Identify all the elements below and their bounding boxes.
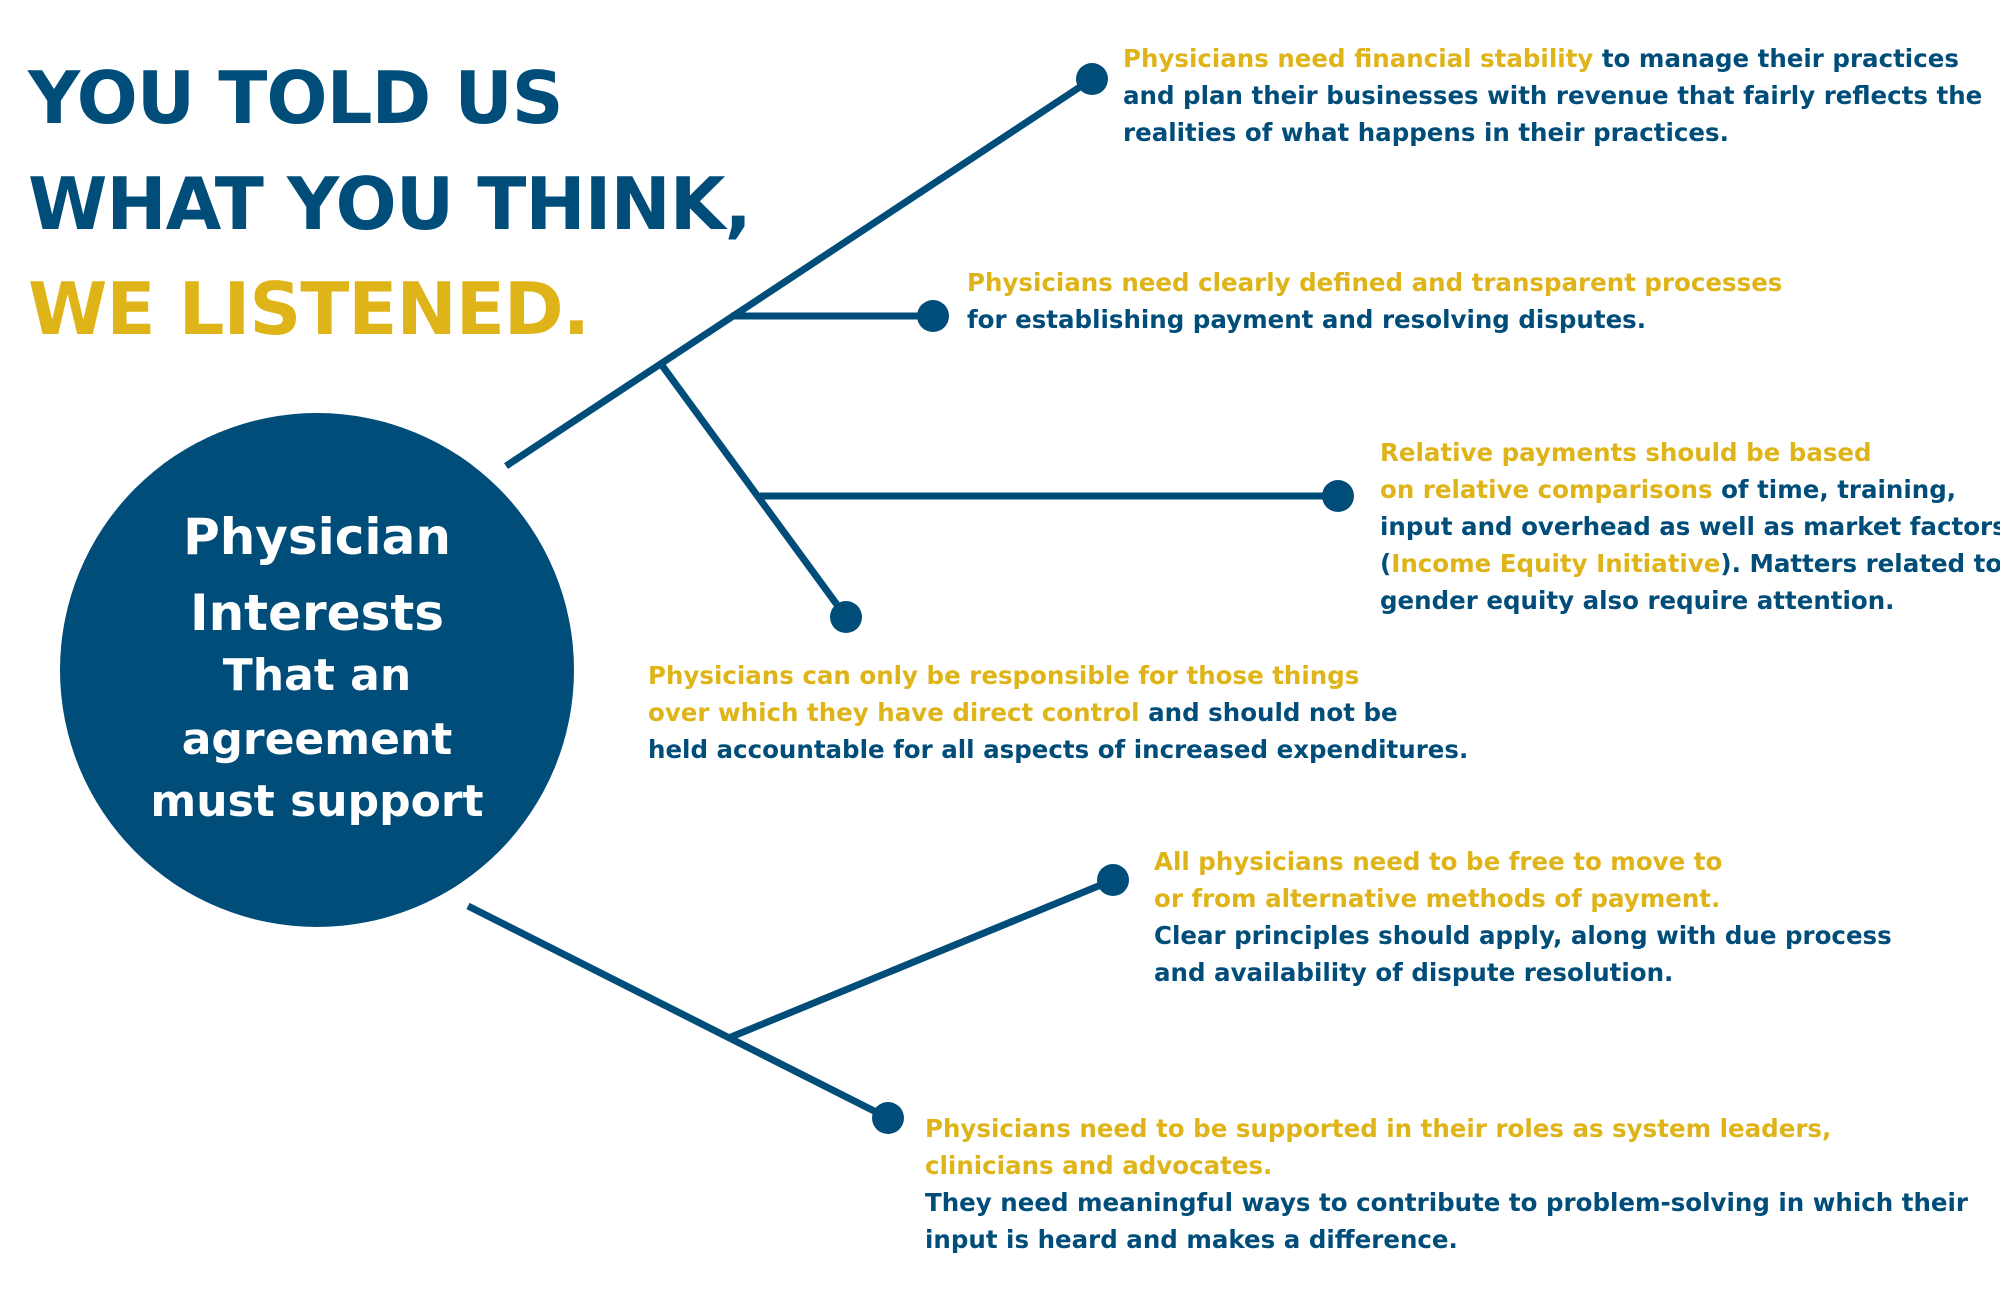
point-relative-line-3: input and overhead as well as market fac… <box>1380 512 2000 541</box>
point-processes-highlight: Physicians need clearly defined and tran… <box>967 268 1783 297</box>
branch-to-alternative <box>729 876 1115 1041</box>
point-relative-line-4-rest: ). Matters related to <box>1720 549 2000 578</box>
headline-line-2: WHAT YOU THINK, <box>28 162 752 246</box>
node-relative-dot <box>1322 480 1354 512</box>
point-leaders-line-3: They need meaningful ways to contribute … <box>925 1188 1968 1217</box>
hub-line-1: Physician <box>183 508 451 566</box>
point-relative-payments: Relative payments should be based on rel… <box>1380 434 2000 619</box>
point-transparent-processes: Physicians need clearly defined and tran… <box>967 264 1782 338</box>
node-processes-dot <box>917 300 949 332</box>
headline-line-1: YOU TOLD US <box>28 56 564 140</box>
point-responsible-line-3: held accountable for all aspects of incr… <box>648 735 1469 764</box>
point-alternative-line-3: Clear principles should apply, along wit… <box>1154 921 1892 950</box>
hub-line-3: That an <box>222 650 412 701</box>
point-financial-line-1-rest: to manage their practices <box>1593 44 1959 73</box>
point-system-leaders: Physicians need to be supported in their… <box>925 1110 1968 1258</box>
point-processes-line-2: for establishing payment and resolving d… <box>967 305 1647 334</box>
hub-line-5: must support <box>150 776 484 827</box>
point-financial-highlight: Physicians need financial stability <box>1123 44 1594 73</box>
branch-lower-trunk <box>466 902 890 1122</box>
point-financial-line-1: Physicians need financial stability to m… <box>1123 40 1982 77</box>
point-leaders-highlight-2: clinicians and advocates. <box>925 1151 1273 1180</box>
point-relative-income-equity-initiative: Income Equity Initiative <box>1391 549 1721 578</box>
point-relative-line-2-rest: of time, training, <box>1712 475 1957 504</box>
point-financial-line-2: and plan their businesses with revenue t… <box>1123 81 1983 110</box>
branch-to-responsible <box>658 361 849 620</box>
physician-interests-hub: Physician Interests That an agreement mu… <box>60 413 574 927</box>
node-alternative-dot <box>1097 864 1129 896</box>
point-responsible-line-2: over which they have direct control and … <box>648 694 1468 731</box>
node-financial-dot <box>1076 63 1108 95</box>
point-leaders-highlight-1: Physicians need to be supported in their… <box>925 1114 1832 1143</box>
hub-line-4: agreement <box>181 714 453 765</box>
point-alternative-line-4: and availability of dispute resolution. <box>1154 958 1674 987</box>
hub-line-2: Interests <box>189 584 444 642</box>
point-alternative-highlight-1: All physicians need to be free to move t… <box>1154 847 1723 876</box>
headline-line-3: WE LISTENED. <box>28 267 590 351</box>
point-financial-line-3: realities of what happens in their pract… <box>1123 118 1729 147</box>
point-relative-line-2: on relative comparisons of time, trainin… <box>1380 471 2000 508</box>
node-responsible-dot <box>830 601 862 633</box>
point-financial-stability: Physicians need financial stability to m… <box>1123 40 1982 151</box>
point-alternative-payment: All physicians need to be free to move t… <box>1154 843 1892 991</box>
point-leaders-line-4: input is heard and makes a difference. <box>925 1225 1458 1254</box>
point-relative-line-4-open: ( <box>1380 549 1392 578</box>
point-responsible-line-2-rest: and should not be <box>1139 698 1398 727</box>
branch-upper-trunk <box>504 76 1094 469</box>
point-relative-highlight-1: Relative payments should be based <box>1380 438 1872 467</box>
point-responsible-highlight-2: over which they have direct control <box>648 698 1140 727</box>
point-alternative-highlight-2: or from alternative methods of payment. <box>1154 884 1721 913</box>
point-relative-line-4: (Income Equity Initiative). Matters rela… <box>1380 545 2000 582</box>
node-leaders-dot <box>872 1102 904 1134</box>
point-direct-control: Physicians can only be responsible for t… <box>648 657 1468 768</box>
point-responsible-highlight-1: Physicians can only be responsible for t… <box>648 661 1360 690</box>
point-relative-highlight-2: on relative comparisons <box>1380 475 1713 504</box>
point-relative-line-5: gender equity also require attention. <box>1380 586 1895 615</box>
